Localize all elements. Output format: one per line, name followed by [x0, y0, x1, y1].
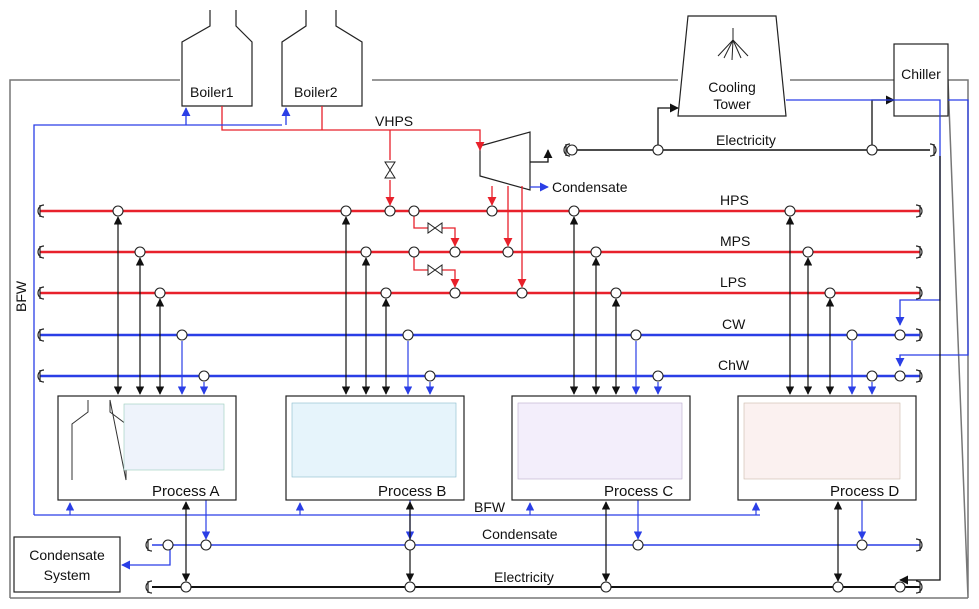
junction-11	[894, 329, 906, 341]
node-3-lps	[824, 287, 836, 299]
junction-0	[384, 205, 396, 217]
electricity-top-label: Electricity	[716, 132, 776, 148]
vhps-piping	[221, 106, 527, 288]
node-2-electricity	[600, 581, 612, 593]
spray-icon	[717, 28, 749, 61]
node-2-chw	[652, 370, 664, 382]
process-b-flowsheet	[291, 402, 457, 478]
node-1-condensate	[404, 539, 416, 551]
node-1-electricity	[404, 581, 416, 593]
chiller: Chiller	[893, 43, 949, 117]
condensate-system-label-2: System	[44, 567, 91, 583]
condensate-system: Condensate System	[13, 536, 121, 593]
junction-2	[449, 246, 461, 258]
boiler-2-label: Boiler2	[294, 84, 338, 100]
chiller-power-link	[871, 95, 895, 150]
mps-label: MPS	[720, 233, 750, 249]
cw-return-line	[786, 99, 941, 326]
cooling-tower-power-link	[657, 103, 679, 150]
node-1-chw	[424, 370, 436, 382]
junction-5	[486, 205, 498, 217]
node-1-hps	[340, 205, 352, 217]
process-d: Process D	[737, 395, 917, 501]
bfw-bottom-label: BFW	[474, 499, 506, 515]
boiler-1: Boiler1	[181, 10, 253, 107]
hps-label: HPS	[720, 192, 749, 208]
node-0-lps	[154, 287, 166, 299]
letdown-valve-1-icon	[427, 222, 443, 234]
letdown-valve-2-icon	[427, 264, 443, 276]
process-b-label: Process B	[378, 483, 446, 500]
node-1-lps	[380, 287, 392, 299]
bfw-left-line	[33, 124, 282, 515]
node-2-mps	[590, 246, 602, 258]
node-1-cw	[402, 329, 414, 341]
node-0-hps	[112, 205, 124, 217]
node-0-cw	[176, 329, 188, 341]
junction-1	[408, 205, 420, 217]
node-3-mps	[802, 246, 814, 258]
turbine-power-link	[530, 149, 553, 163]
boiler-1-label: Boiler1	[190, 84, 234, 100]
header-lines	[34, 149, 930, 588]
node-3-cw	[846, 329, 858, 341]
process-d-flowsheet	[743, 402, 901, 480]
node-2-lps	[610, 287, 622, 299]
electricity-bottom-label: Electricity	[494, 569, 554, 585]
bfw-side-label: BFW	[13, 280, 29, 312]
chiller-label: Chiller	[901, 66, 941, 82]
condensate-system-label-1: Condensate	[29, 547, 105, 563]
process-c: Process C	[511, 395, 691, 501]
node-0-chw	[198, 370, 210, 382]
cooling-tower: Cooling Tower	[677, 15, 787, 117]
vhps-label: VHPS	[375, 113, 413, 129]
junction-12	[894, 370, 906, 382]
node-1-mps	[360, 246, 372, 258]
node-0-condensate	[200, 539, 212, 551]
system-boundary	[9, 79, 969, 599]
process-b: Process B	[285, 395, 465, 501]
boiler-2: Boiler2	[281, 10, 363, 107]
junction-8	[566, 144, 578, 156]
node-3-hps	[784, 205, 796, 217]
process-a-label: Process A	[152, 483, 220, 500]
node-0-mps	[134, 246, 146, 258]
process-c-flowsheet	[517, 402, 683, 480]
cooling-tower-label-2: Tower	[713, 96, 751, 112]
junction-7	[516, 287, 528, 299]
process-a-flowsheet	[123, 403, 225, 471]
valve-icons	[384, 161, 443, 276]
node-0-electricity	[180, 581, 192, 593]
process-d-label: Process D	[830, 483, 899, 500]
node-2-cw	[630, 329, 642, 341]
process-a: Process A	[57, 395, 237, 501]
node-3-chw	[866, 370, 878, 382]
junction-14	[894, 581, 906, 593]
vhps-valve-icon	[384, 161, 396, 179]
right-power-drop	[899, 156, 941, 585]
cooling-tower-label-1: Cooling	[708, 79, 755, 95]
chw-label: ChW	[718, 357, 750, 373]
cw-label: CW	[722, 316, 746, 332]
node-2-hps	[568, 205, 580, 217]
junction-13	[162, 539, 174, 551]
lps-label: LPS	[720, 274, 746, 290]
condensate-bottom-label: Condensate	[482, 526, 558, 542]
junction-9	[652, 144, 664, 156]
junction-nodes	[112, 144, 906, 593]
turbine-condensate-label: Condensate	[552, 179, 628, 195]
condensate-to-system	[121, 545, 171, 570]
node-2-condensate	[632, 539, 644, 551]
process-links	[65, 216, 877, 582]
steam-turbine	[479, 131, 531, 191]
chw-return-line	[895, 99, 969, 367]
junction-10	[866, 144, 878, 156]
junction-3	[408, 246, 420, 258]
junction-4	[449, 287, 461, 299]
junction-6	[502, 246, 514, 258]
node-3-condensate	[856, 539, 868, 551]
process-c-label: Process C	[604, 483, 673, 500]
node-3-electricity	[832, 581, 844, 593]
